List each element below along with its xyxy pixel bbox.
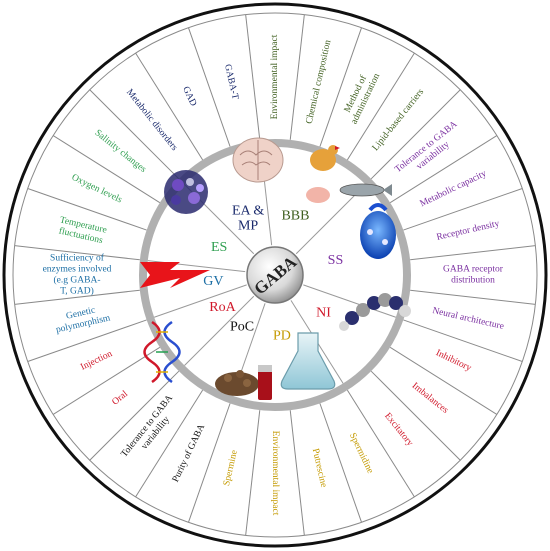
segment-divider [89,89,180,180]
dna-icon [143,320,181,384]
segment-divider [245,410,261,536]
segment-divider [14,289,140,305]
segment-divider [135,52,204,161]
category-divider [303,284,396,318]
segment-divider [289,14,305,140]
molecule-cluster-icon [164,170,208,214]
segment-divider [52,135,161,204]
segment-divider [187,27,231,147]
brain-icon [232,137,284,183]
category-label-pd: PD [273,329,291,344]
segment-divider [403,319,523,363]
segment-divider [187,403,231,523]
category-divider [184,295,255,366]
segment-divider [346,52,415,161]
segment-divider [370,89,461,180]
segment-divider [27,319,147,363]
category-label-bbb: BBB [281,209,309,224]
category-label-es: ES [211,240,227,255]
segment-divider [319,403,363,523]
segment-divider [135,389,204,498]
segment-dividers [14,14,536,536]
segment-divider [89,370,180,461]
flask-icon [280,332,336,390]
segment-divider [403,187,523,231]
segment-divider [27,187,147,231]
molecule-chain-icon [339,293,411,331]
category-label-poc: PoC [230,320,254,335]
category-label-ea-mp: EA &MP [232,204,264,234]
segment-divider [410,289,536,305]
category-label-roa: RoA [209,300,236,315]
category-divider [154,284,247,318]
segment-divider [289,410,305,536]
category-labels: ES EA &MP BBB SS NI PD PoC RoA GV [203,204,343,344]
segment-divider [389,135,498,204]
category-label-ss: SS [328,253,344,268]
animals-icon [306,145,392,203]
pills-vial-icon [215,365,272,400]
category-label-gv: GV [203,274,223,289]
center-disc [246,246,304,304]
category-divider [295,184,366,255]
segment-divider [370,370,461,461]
outer-segment-label: Environmental impact [270,34,280,119]
segment-divider [410,245,536,261]
category-label-ni: NI [316,306,331,321]
segment-divider [389,346,498,415]
segment-divider [319,27,363,147]
segment-divider [245,14,261,140]
segment-divider [52,346,161,415]
neuron-synapse-icon [360,203,396,259]
segment-divider [14,245,140,261]
lightning-icon [140,262,210,288]
outer-segment-label: Environmental impact [270,431,280,516]
segment-divider [346,389,415,498]
